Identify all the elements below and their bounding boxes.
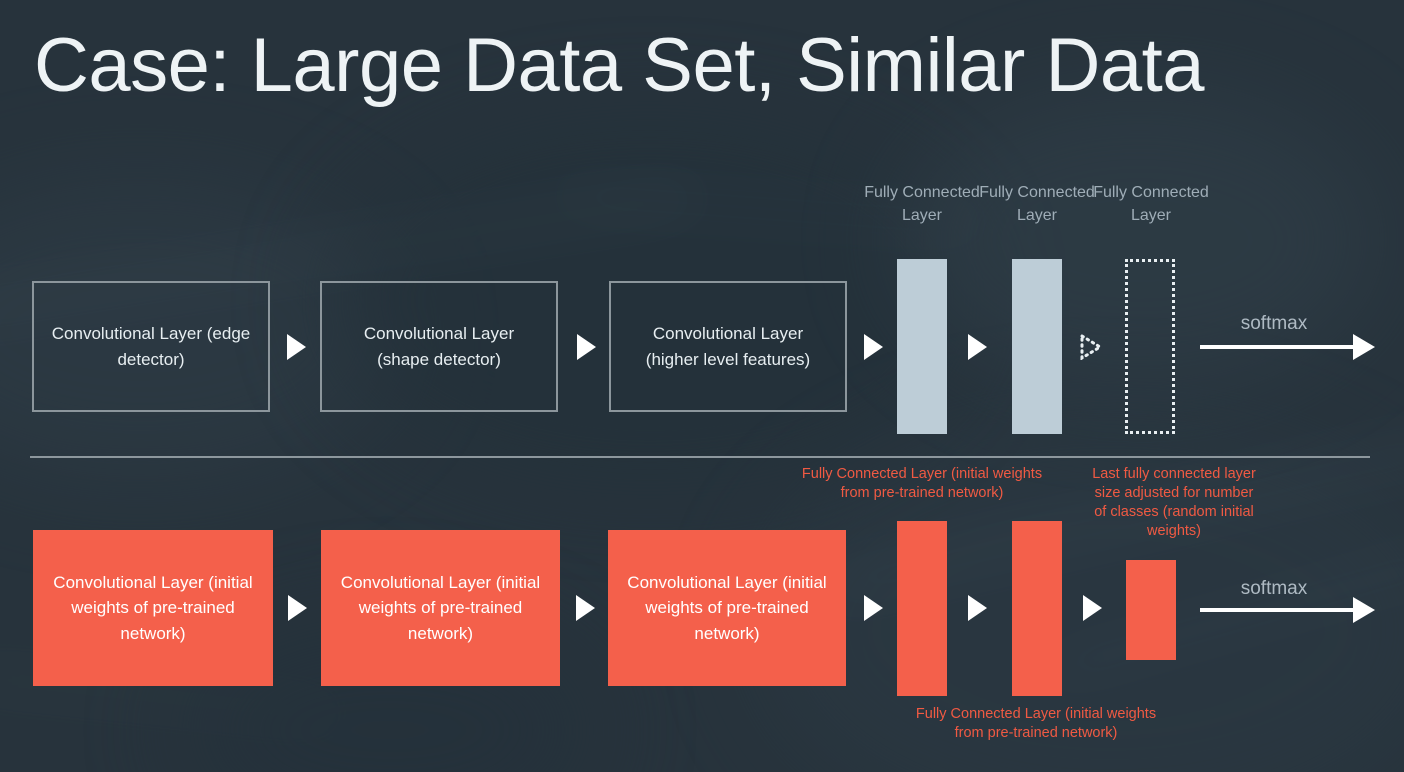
fc-layer-bar-top-2[interactable] — [1012, 259, 1062, 434]
fc-layer-label-top-2: Fully Connected Layer — [979, 184, 1095, 224]
flow-arrow-top-2 — [577, 334, 596, 360]
fc-layer-bar-top-3[interactable] — [1125, 259, 1175, 434]
flow-arrow-bottom-2 — [576, 595, 595, 621]
conv-layer-box-bottom-1[interactable]: Convolutional Layer (initial weights of … — [33, 530, 273, 686]
softmax-label-bottom: softmax — [1240, 578, 1308, 599]
conv-layer-label: Convolutional Layer (higher level featur… — [645, 324, 811, 369]
annotation-last-fc: Last fully connected layer size adjusted… — [1092, 466, 1256, 540]
conv-layer-box-top-1[interactable]: Convolutional Layer (edge detector) — [32, 281, 270, 412]
conv-layer-label: Convolutional Layer (initial weights of … — [340, 572, 541, 643]
conv-layer-label: Convolutional Layer (shape detector) — [363, 324, 515, 369]
flow-arrow-top-1 — [287, 334, 306, 360]
fc-layer-bar-bottom-2[interactable] — [1012, 521, 1062, 696]
annotation-bottom-fc: Fully Connected Layer (initial weights f… — [915, 706, 1157, 742]
softmax-arrow-bottom — [1200, 597, 1375, 623]
flow-arrow-bottom-4 — [968, 595, 987, 621]
flow-arrow-bottom-1 — [288, 595, 307, 621]
fc-layer-label-top-1: Fully Connected Layer — [864, 184, 980, 224]
annotation-top-fc: Fully Connected Layer (initial weights f… — [801, 466, 1043, 502]
section-divider — [30, 456, 1370, 458]
flow-arrow-top-4 — [968, 334, 987, 360]
conv-layer-box-top-2[interactable]: Convolutional Layer (shape detector) — [320, 281, 558, 412]
conv-layer-label: Convolutional Layer (initial weights of … — [53, 572, 253, 643]
fc-layer-bar-bottom-3[interactable] — [1126, 560, 1176, 660]
flow-arrow-bottom-5 — [1083, 595, 1102, 621]
flow-arrow-top-5-dotted — [1080, 333, 1103, 361]
page-title: Case: Large Data Set, Similar Data — [34, 23, 1204, 108]
softmax-label-top: softmax — [1240, 313, 1308, 334]
fc-layer-bar-top-1[interactable] — [897, 259, 947, 434]
conv-layer-label: Convolutional Layer (edge detector) — [51, 324, 251, 369]
conv-layer-box-bottom-2[interactable]: Convolutional Layer (initial weights of … — [321, 530, 560, 686]
softmax-arrow-top — [1200, 334, 1375, 360]
conv-layer-label: Convolutional Layer (initial weights of … — [627, 572, 827, 643]
flow-arrow-bottom-3 — [864, 595, 883, 621]
conv-layer-box-top-3[interactable]: Convolutional Layer (higher level featur… — [609, 281, 847, 412]
conv-layer-box-bottom-3[interactable]: Convolutional Layer (initial weights of … — [608, 530, 846, 686]
flow-arrow-top-3 — [864, 334, 883, 360]
fc-layer-label-top-3: Fully Connected Layer — [1093, 184, 1209, 224]
fc-layer-bar-bottom-1[interactable] — [897, 521, 947, 696]
